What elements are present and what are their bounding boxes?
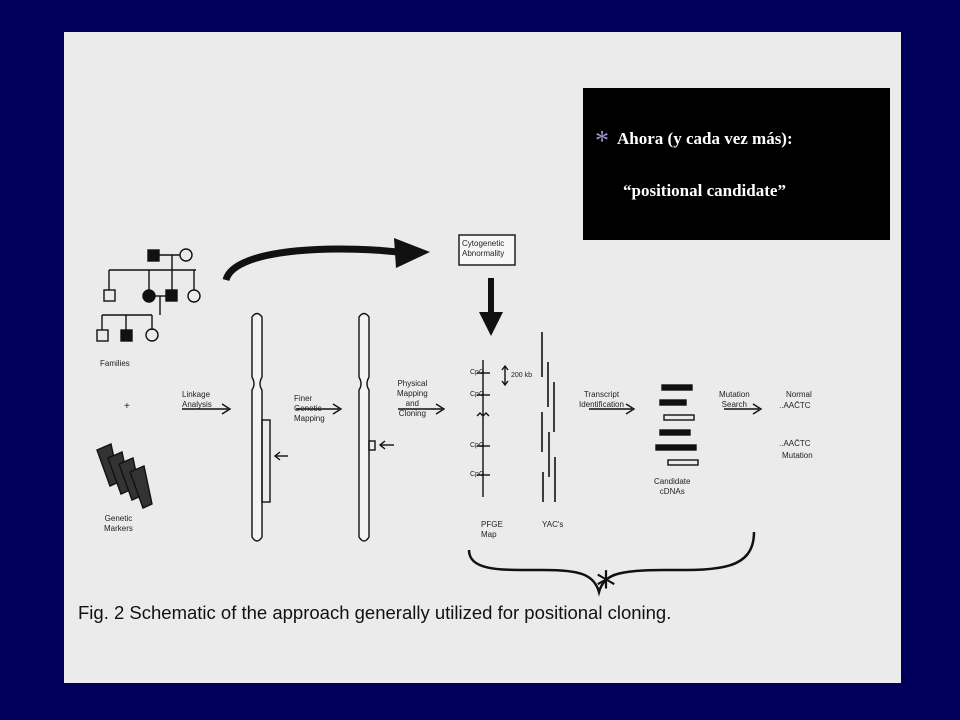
families-label: Families bbox=[100, 359, 130, 368]
step-arrows bbox=[182, 403, 763, 415]
curved-arrow-icon bbox=[222, 245, 415, 282]
candidate-cdnas-label: Candidate cDNAs bbox=[654, 477, 691, 496]
bracket bbox=[467, 531, 756, 597]
plus-sign: + bbox=[124, 401, 130, 412]
figure-caption: Fig. 2 Schematic of the approach general… bbox=[78, 602, 672, 623]
transcript-identification-label: Transcript Identification bbox=[579, 390, 624, 409]
physical-mapping-label: Physical Mapping and Cloning bbox=[397, 379, 428, 418]
cpg-label-1: CpG bbox=[470, 369, 485, 376]
cpg-label-4: CpG bbox=[470, 471, 485, 478]
chromosome-icon bbox=[358, 312, 370, 542]
chromosome-icon bbox=[251, 312, 263, 542]
annotation-line-1-text: Ahora (y cada vez más): bbox=[617, 129, 793, 148]
asterisk-mark: * bbox=[596, 564, 616, 610]
sample-tubes-icon bbox=[96, 443, 153, 509]
mutation-search-label: Mutation Search bbox=[719, 390, 750, 409]
mutation-sequence: ..AAC̄TC bbox=[779, 439, 811, 448]
normal-sequence: ..AAC̄TC bbox=[779, 401, 811, 410]
cpg-label-3: CpG bbox=[470, 442, 485, 449]
cytogenetic-abnormality-label: Cytogenetic Abnormality bbox=[462, 239, 505, 258]
mutation-label: Mutation bbox=[782, 451, 813, 460]
finer-genetic-mapping-label: Finer Genetic Mapping bbox=[294, 394, 325, 423]
candidate-cdnas bbox=[655, 384, 699, 466]
normal-label: Normal bbox=[786, 390, 812, 399]
cpg-label-2: CpG bbox=[470, 391, 485, 398]
kb-label: 200 kb bbox=[511, 372, 533, 379]
linkage-analysis-label: Linkage Analysis bbox=[182, 390, 212, 409]
annotation-line-1: * Ahora (y cada vez más): bbox=[595, 126, 793, 158]
pfge-map-label: PFGE Map bbox=[481, 520, 503, 539]
figure-drawing bbox=[96, 234, 763, 597]
yac-clones bbox=[541, 332, 556, 502]
pedigree-chart bbox=[96, 248, 201, 342]
yacs-label: YAC's bbox=[542, 520, 564, 529]
genetic-markers-label: Genetic Markers bbox=[104, 514, 133, 533]
annotation-line-2: “positional candidate” bbox=[623, 181, 786, 200]
annotation-box: * Ahora (y cada vez más): “positional can… bbox=[583, 88, 890, 240]
bullet-icon: * bbox=[595, 126, 609, 157]
